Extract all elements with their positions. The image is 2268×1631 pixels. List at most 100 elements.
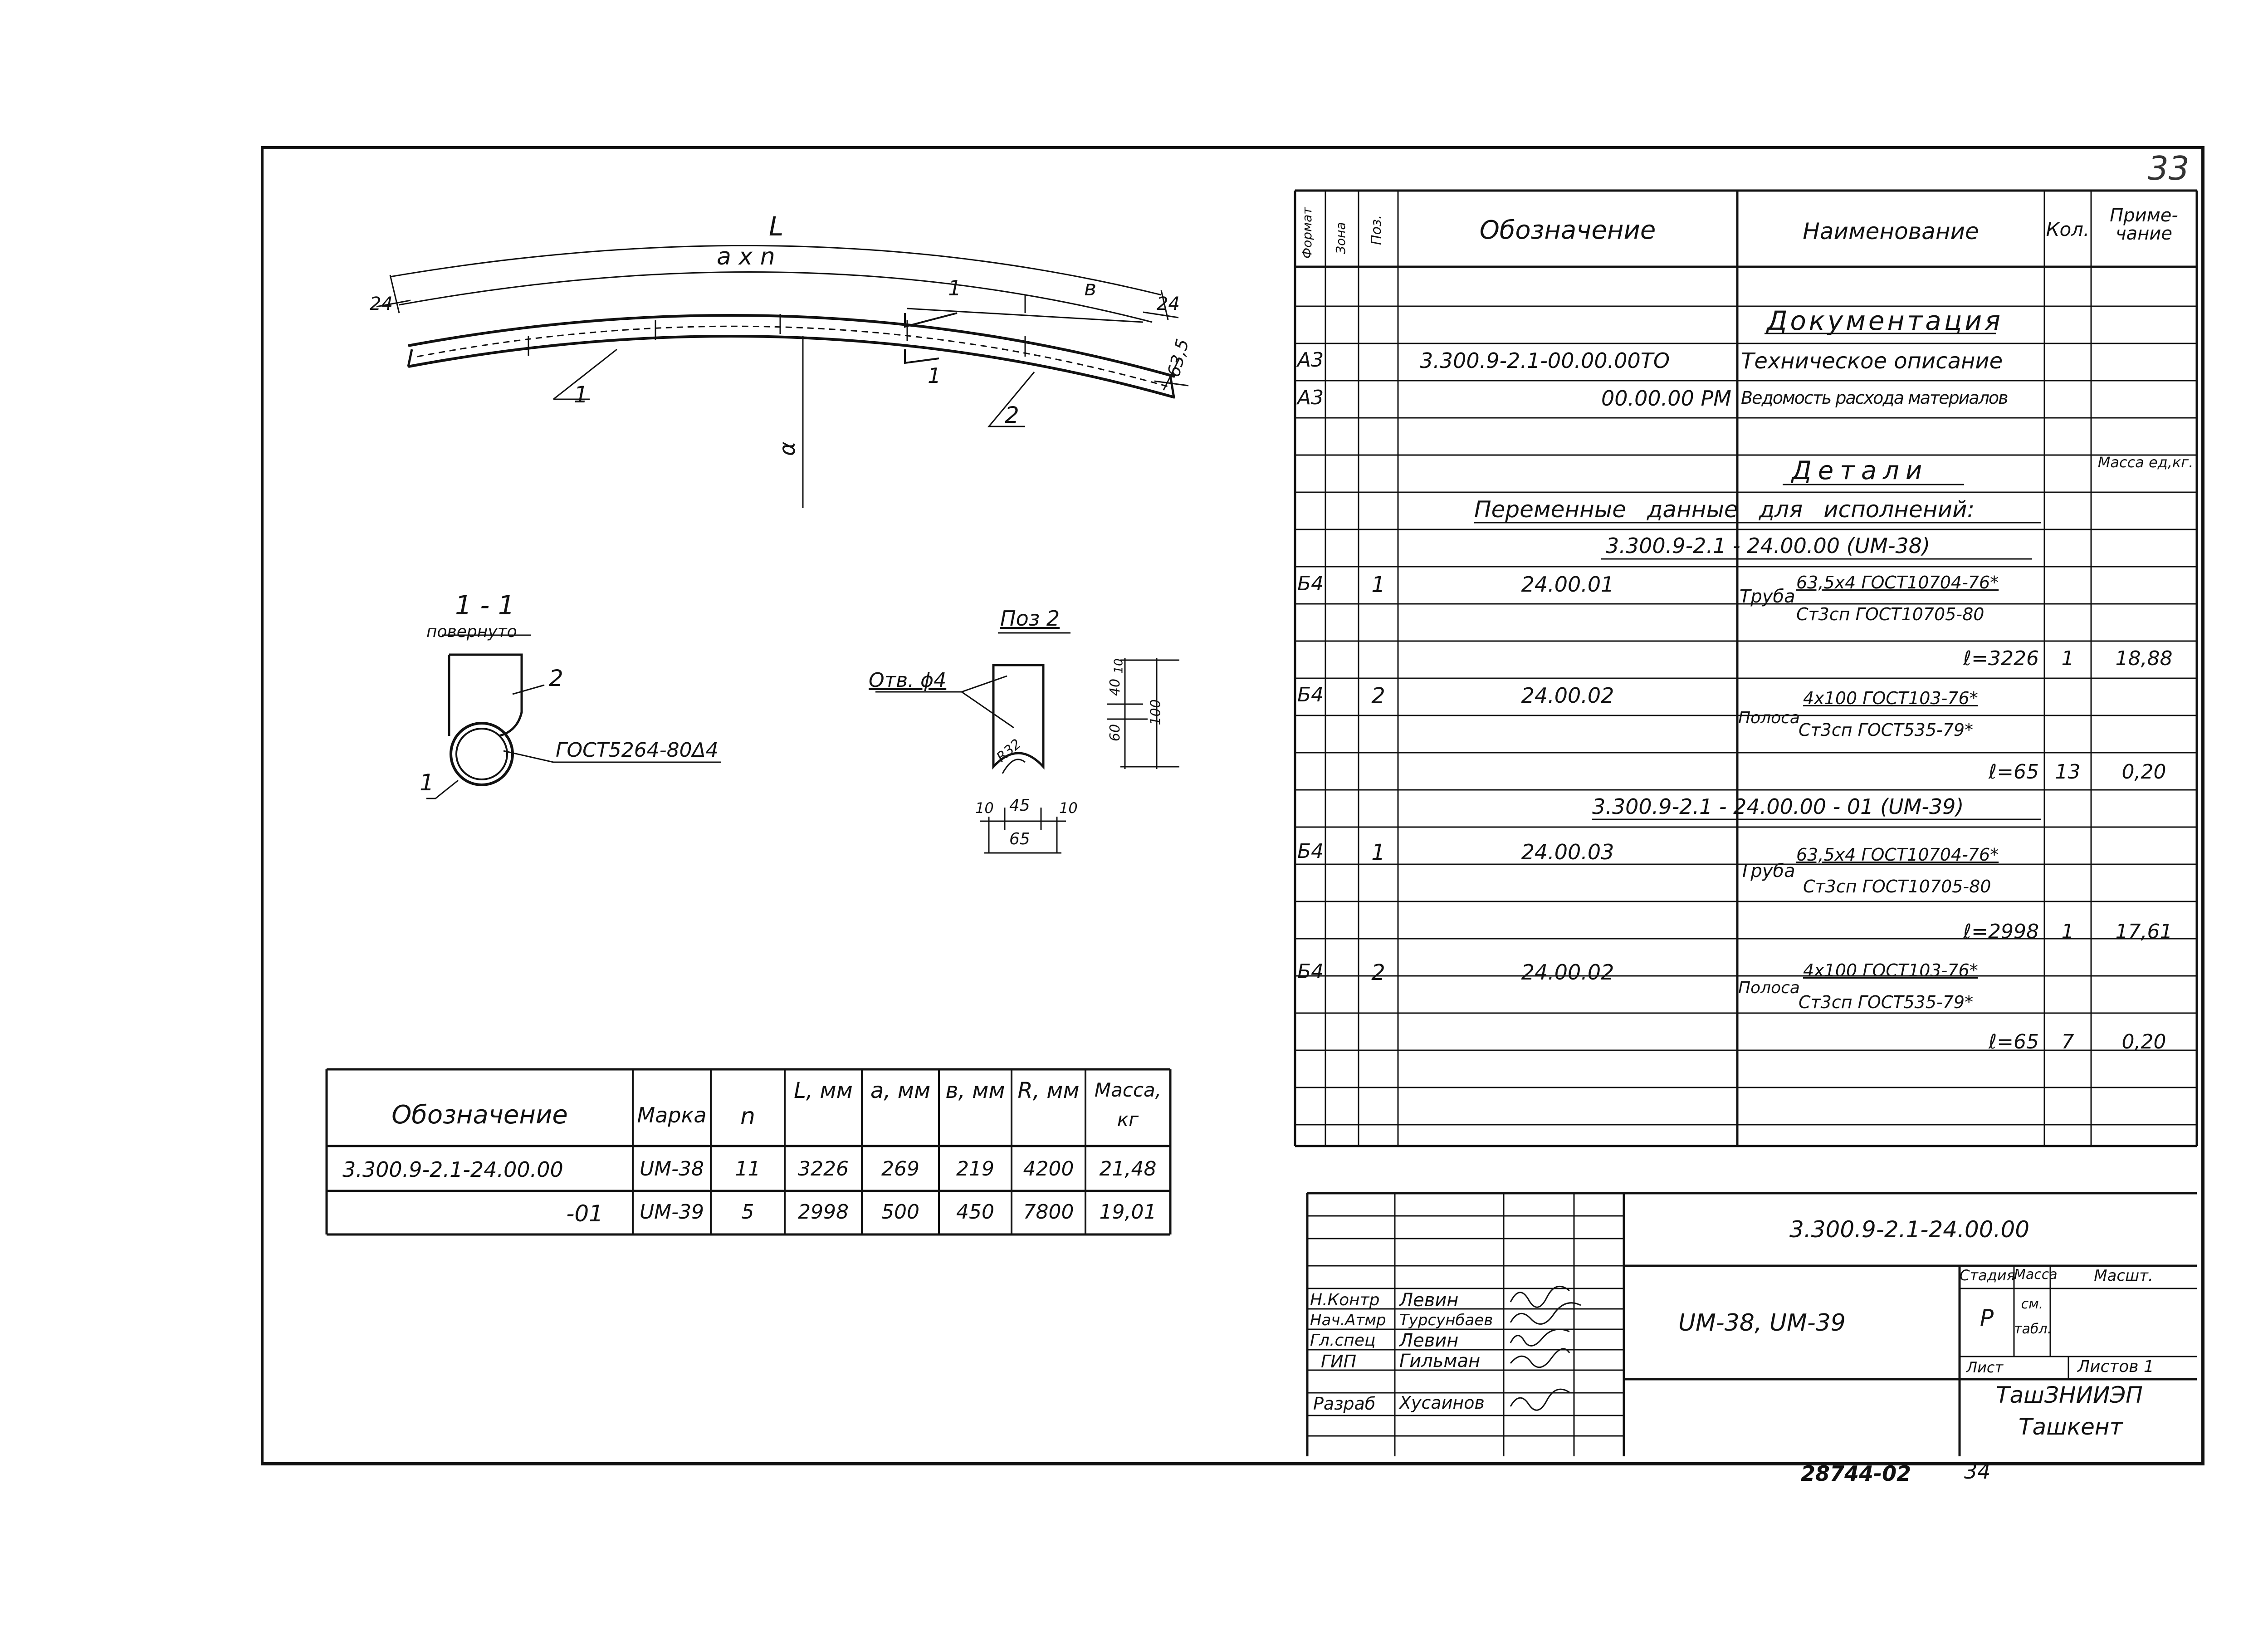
dim-60: 60 [1107, 724, 1124, 742]
col-mass: Масса, кг [1094, 1079, 1162, 1131]
col-n: n [740, 1103, 755, 1130]
corner-sheet-number: 33 [2148, 149, 2190, 187]
mass-label: Масса [2014, 1267, 2058, 1283]
item-qty: 7 [2061, 1030, 2074, 1053]
organization: ТашЗНИИЭП [1996, 1382, 2143, 1408]
item-name-spec: 63,5x4 ГОСТ10704-76* [1796, 573, 1999, 593]
sheet-label: Лист [1966, 1359, 2004, 1376]
cell-R: 7800 [1023, 1200, 1074, 1224]
item-name-type: Труба [1740, 861, 1795, 882]
item-length: ℓ=2998 [1963, 920, 2039, 943]
cell-n: 11 [735, 1157, 761, 1180]
item-length: ℓ=3226 [1963, 647, 2039, 670]
hdr-qty: Кол. [2046, 218, 2090, 240]
dim-b-label: в [1084, 276, 1097, 300]
dim-24-left: 24 [370, 294, 393, 314]
dim-40: 40 [1107, 678, 1124, 696]
doc-format: А3 [1297, 348, 1324, 372]
variant-title: 3.300.9-2.1 - 24.00.00 (UM-38) [1606, 534, 1931, 558]
section-title: 1 - 1 [455, 590, 515, 621]
hdr-note: Приме-чание [2110, 205, 2178, 244]
drawing-frame [261, 146, 2204, 1465]
signer-name: Гильман [1399, 1351, 1481, 1371]
item-mass: 0,20 [2121, 1030, 2166, 1053]
cell-n: 5 [741, 1200, 754, 1224]
section-documentation: Документация [1767, 305, 2003, 336]
cell-a: 269 [881, 1157, 919, 1180]
item-pos: 1 [1371, 572, 1385, 598]
item-designation: 24.00.02 [1521, 683, 1614, 708]
hdr-pos: Поз. [1369, 215, 1384, 245]
dim-65: 65 [1009, 830, 1030, 848]
signer-name: Левин [1399, 1330, 1459, 1351]
col-R: R, мм [1017, 1078, 1080, 1103]
section-details: Детали [1792, 456, 1929, 485]
pos2-title: Поз 2 [1000, 606, 1060, 631]
dim-100: 100 [1148, 699, 1164, 725]
col-b: в, мм [945, 1078, 1005, 1103]
hdr-designation: Обозначение [1479, 216, 1656, 245]
item-pos: 1 [1371, 840, 1385, 865]
item-name-spec: 4x100 ГОСТ103-76* [1803, 688, 1978, 708]
item-designation: 24.00.01 [1521, 572, 1614, 597]
item-format: Б4 [1297, 840, 1324, 863]
signer-role: Разраб [1313, 1394, 1376, 1414]
pos-1-label: 1 [574, 382, 588, 408]
doc-name: Ведомость расхода материалов [1741, 388, 2009, 408]
weld-note: ГОСТ5264-80Δ4 [556, 739, 719, 762]
dim-axn-label: a x n [717, 243, 775, 270]
signer-name: Турсунбаев [1399, 1311, 1493, 1329]
doc-designation: 3.300.9-2.1-00.00.00ТО [1420, 348, 1670, 373]
doc-name: Техническое описание [1741, 348, 2003, 374]
item-length: ℓ=65 [1988, 760, 2039, 784]
stage-value: Р [1980, 1305, 1994, 1331]
col-L: L, мм [794, 1078, 853, 1103]
cell-b: 450 [956, 1200, 994, 1224]
cell-L: 2998 [798, 1200, 849, 1224]
cell-b: 219 [956, 1157, 994, 1180]
hdr-name: Наименование [1803, 218, 1979, 245]
item-format: Б4 [1297, 572, 1324, 595]
mass-note: Масса ед,кг. [2097, 454, 2194, 471]
variant-title: 3.300.9-2.1 - 24.00.00 - 01 (UM-39) [1592, 794, 1964, 819]
mass-value: табл. [2014, 1321, 2052, 1337]
signer-name: Хусаинов [1399, 1393, 1485, 1413]
item-qty: 13 [2055, 760, 2081, 784]
item-mass: 18,88 [2115, 647, 2173, 670]
sheets-label: Листов 1 [2077, 1357, 2154, 1376]
section-mark-top: 1 [948, 276, 962, 300]
item-length: ℓ=65 [1988, 1030, 2039, 1053]
signer-role: Н.Контр [1310, 1291, 1380, 1309]
item-designation: 24.00.02 [1521, 960, 1614, 984]
item-name: UM-38, UM-39 [1678, 1309, 1846, 1337]
col-mark: Марка [637, 1103, 707, 1127]
col-a: a, мм [870, 1078, 931, 1103]
item-mass: 17,61 [2115, 920, 2173, 943]
mass-value: см. [2021, 1296, 2043, 1312]
item-qty: 1 [2061, 920, 2074, 943]
organization-city: Ташкент [2019, 1414, 2123, 1440]
signer-role: ГИП [1321, 1352, 1357, 1371]
item-format: Б4 [1297, 960, 1324, 983]
cell-R: 4200 [1023, 1157, 1074, 1180]
hdr-zone: Зона [1333, 222, 1348, 254]
dim-10-vertical: 10 [1112, 658, 1126, 674]
pos-2-label: 2 [1005, 402, 1019, 428]
hole-note: Отв. ϕ4 [869, 669, 947, 692]
item-format: Б4 [1297, 683, 1324, 706]
dim-45: 45 [1009, 796, 1030, 815]
item-name-spec: 63,5x4 ГОСТ10704-76* [1796, 845, 1999, 865]
item-name-material: Ст3сп ГОСТ10705-80 [1803, 877, 1991, 896]
cell-mass: 21,48 [1099, 1157, 1157, 1180]
item-name-spec: 4x100 ГОСТ103-76* [1803, 960, 1978, 980]
cell-designation: 3.300.9-2.1-24.00.00 [342, 1157, 563, 1182]
cell-mark: UM-39 [639, 1200, 704, 1224]
scale-label: Масшт. [2094, 1267, 2153, 1285]
hdr-format: Формат [1300, 207, 1315, 259]
signer-role: Гл.спец [1310, 1331, 1376, 1350]
cell-mass: 19,01 [1099, 1200, 1157, 1224]
item-name-type: Полоса [1738, 979, 1800, 997]
item-qty: 1 [2061, 647, 2074, 670]
cell-a: 500 [881, 1200, 919, 1224]
dim-24-right: 24 [1157, 294, 1180, 314]
